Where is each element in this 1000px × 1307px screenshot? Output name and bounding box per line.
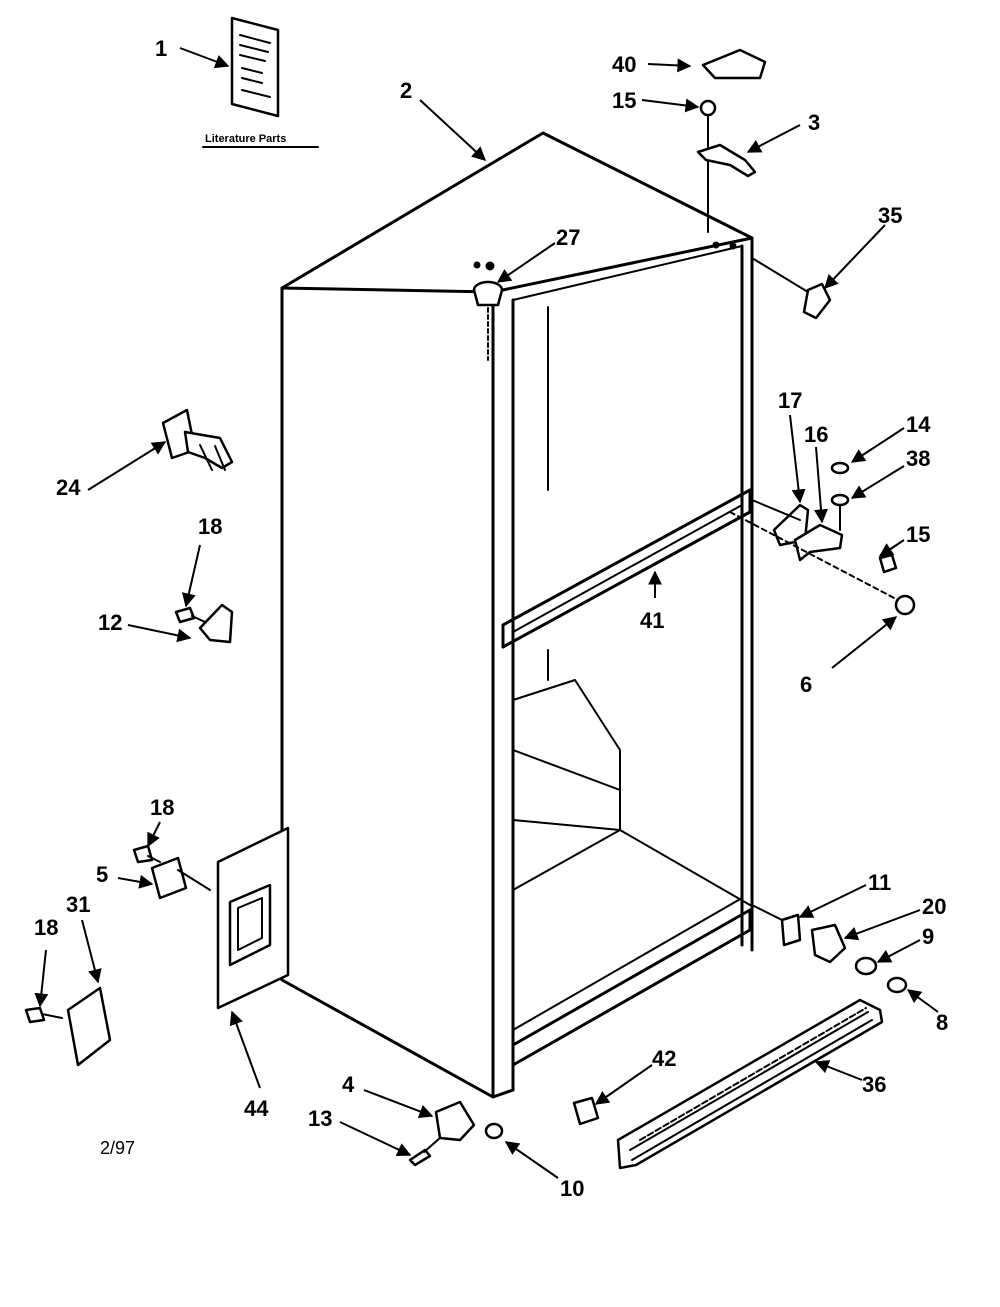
callout-18-lower: 18 [34,915,58,940]
hinge-cover [701,48,767,80]
callout-15-mid: 15 [906,522,930,547]
callout-labels: 1 2 40 15 3 35 27 24 17 16 14 38 15 18 1… [34,36,948,1201]
callout-14: 14 [906,412,931,437]
callout-13: 13 [308,1106,332,1131]
bracket-plate [216,826,290,1010]
callout-42: 42 [652,1046,676,1071]
date-code: 2/97 [100,1138,135,1158]
refrigerator-cabinet [280,131,754,1099]
callout-9: 9 [922,924,934,949]
lower-right-hinge [751,904,908,994]
literature-booklet: Literature Parts [202,16,319,148]
callout-20: 20 [922,894,946,919]
callout-6: 6 [800,672,812,697]
side-cover [24,986,112,1067]
leveling-leg [408,1100,476,1167]
callout-12: 12 [98,610,122,635]
callout-31: 31 [66,892,90,917]
door-stop-part [161,408,234,471]
literature-label: Literature Parts [205,133,286,145]
callout-18-upper: 18 [198,514,222,539]
callout-40: 40 [612,52,636,77]
bracket-part [174,603,234,644]
callout-18-mid: 18 [150,795,174,820]
grille-clip [572,1096,600,1126]
base-grille [616,998,884,1170]
callout-8: 8 [936,1010,948,1035]
leader-lines [34,47,939,1179]
plug-button [472,280,504,361]
callout-36: 36 [862,1072,886,1097]
callout-27: 27 [556,225,580,250]
callout-10: 10 [560,1176,584,1201]
callout-15-top: 15 [612,88,636,113]
callout-3: 3 [808,110,820,135]
callout-17: 17 [778,388,802,413]
hinge-pin-cover [751,257,832,320]
callout-38: 38 [906,446,930,471]
callout-4: 4 [342,1072,355,1097]
callout-35: 35 [878,203,902,228]
callout-1: 1 [155,36,167,61]
callout-5: 5 [96,862,108,887]
hinge-washer [729,511,916,616]
roller [484,1122,504,1140]
callout-11: 11 [868,870,891,895]
top-hinge [696,99,757,233]
callout-2: 2 [400,78,412,103]
callout-41: 41 [640,608,664,633]
center-hinge [751,461,898,574]
lower-left-hinge [132,844,211,900]
callout-16: 16 [804,422,828,447]
callout-44: 44 [244,1096,269,1121]
callout-24: 24 [56,475,81,500]
